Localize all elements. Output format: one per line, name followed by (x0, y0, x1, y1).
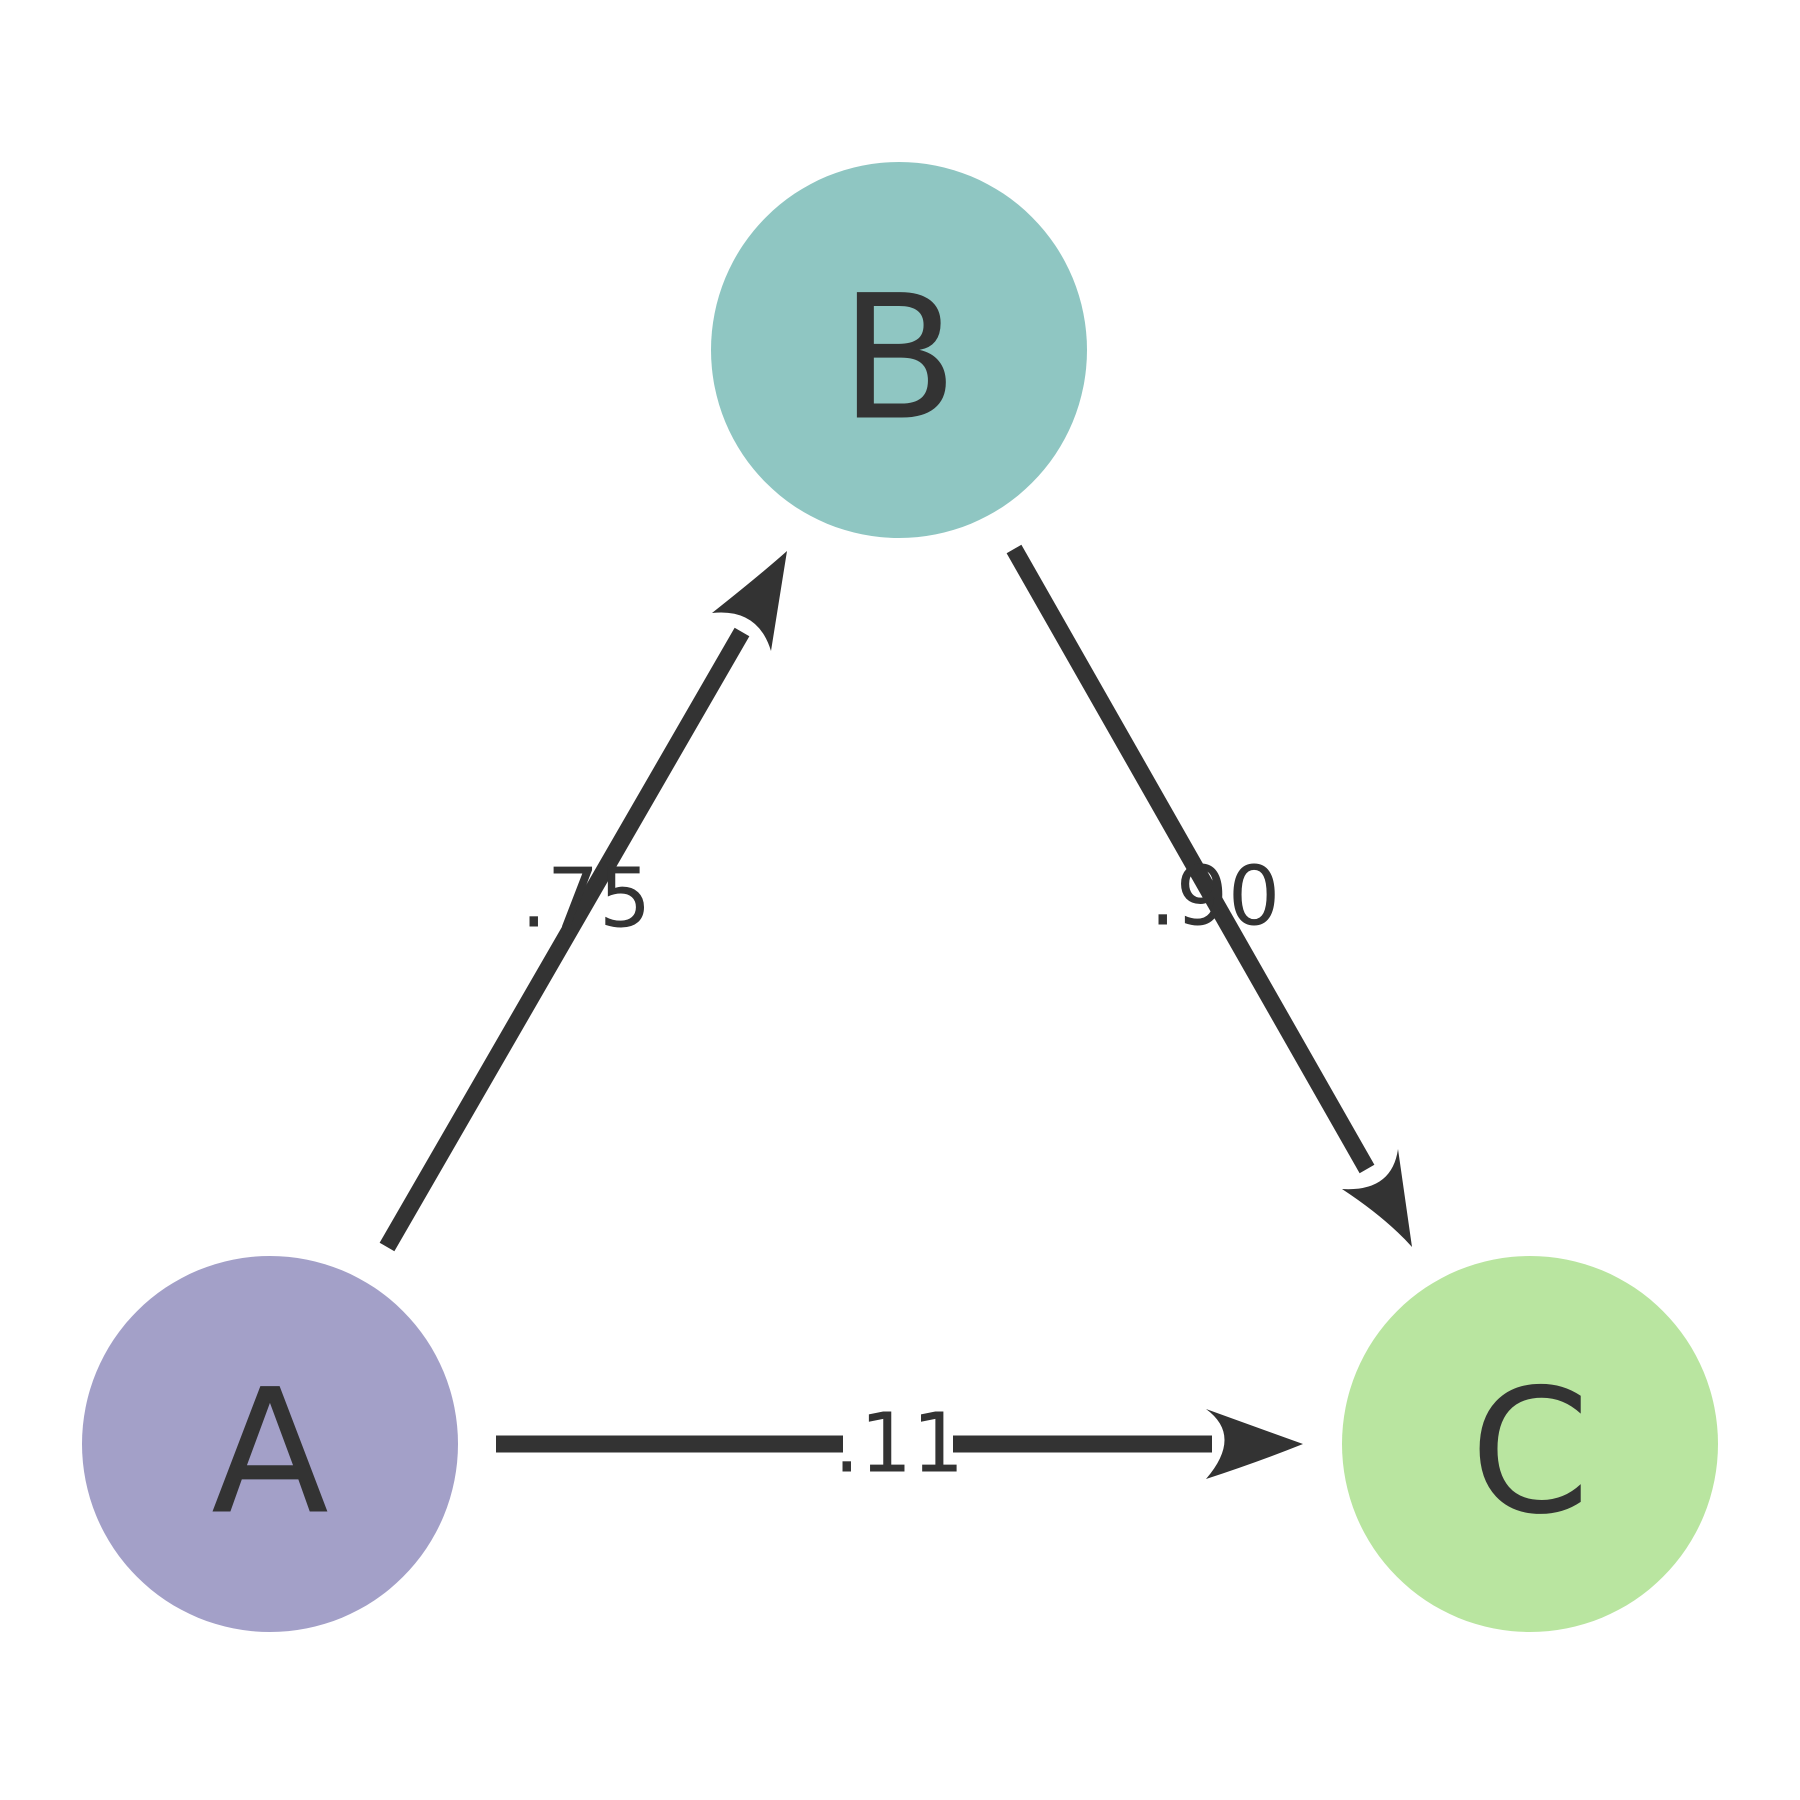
edge-a-to-b-arrowhead (712, 551, 787, 651)
edge-label-b-to-c: .90 (1150, 850, 1280, 945)
node-c-circle[interactable] (1342, 1256, 1718, 1632)
edge-label-layer: .75 .90 .11 (521, 850, 1280, 1492)
edge-a-to-c-arrowhead (1206, 1409, 1303, 1479)
edge-a-to-b-line (379, 627, 750, 1252)
node-b-circle[interactable] (711, 162, 1087, 538)
edge-b-to-c[interactable] (1006, 544, 1412, 1247)
node-b[interactable]: B (711, 162, 1087, 538)
node-a-label: A (211, 1352, 329, 1553)
edge-layer (379, 544, 1412, 1479)
node-layer: A B C (82, 162, 1718, 1632)
node-c-label: C (1470, 1352, 1590, 1553)
node-a-circle[interactable] (82, 1256, 458, 1632)
node-b-label: B (840, 258, 958, 459)
edge-b-to-c-arrowhead (1342, 1149, 1412, 1247)
edge-b-to-c-line (1006, 544, 1375, 1174)
edge-a-to-c[interactable] (496, 1409, 1303, 1479)
edge-a-to-b[interactable] (379, 551, 787, 1252)
node-c[interactable]: C (1342, 1256, 1718, 1632)
edge-label-a-to-b: .75 (521, 852, 651, 947)
node-a[interactable]: A (82, 1256, 458, 1632)
edge-label-a-to-c: .11 (834, 1397, 964, 1492)
